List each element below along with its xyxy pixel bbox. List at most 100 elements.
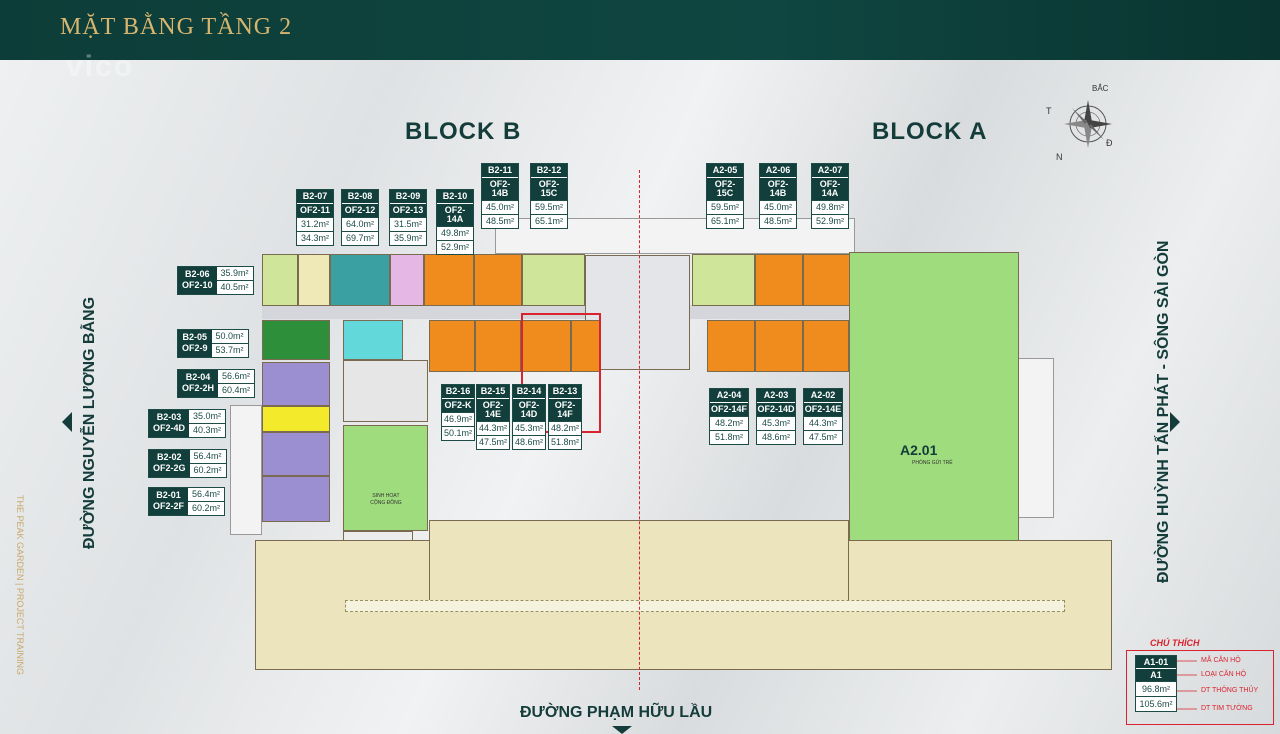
tag-a2: 65.1m² [531,214,567,228]
unit-b2-12[interactable] [522,254,585,306]
tag-code: B2-16 [442,385,474,398]
legend: CHÚ THÍCH A1-01 A1 96.8m² 105.6m² MÃ CĂN… [1126,638,1274,725]
unit-a2-03[interactable] [755,320,803,372]
legend-a1: 96.8m² [1136,681,1176,696]
tag-type: OF2-15C [531,177,567,200]
unit-b2-05[interactable] [262,320,330,360]
unit-a2-07[interactable] [803,254,853,306]
tag-a2: 48.6m² [513,435,545,447]
tag-type: OF2-14F [549,398,581,421]
unit-b2-15[interactable] [475,320,521,372]
unit-b2-03[interactable] [262,406,330,432]
block-b-title: BLOCK B [405,118,522,145]
tag-a2: 48.6m² [757,430,795,444]
tag-type: OF2-14A [812,177,848,200]
compass-north: BẮC [1092,84,1109,93]
legend-arrows [1177,660,1197,710]
tag-a1: 31.5m² [390,217,426,231]
tag-type: OF2-14D [757,402,795,416]
unit-a2-02[interactable] [803,320,849,372]
tag-a1: 49.8m² [437,226,473,240]
left-balcony-strip [230,405,262,535]
tag-a1: 64.0m² [342,217,378,231]
unit-b2-11[interactable] [474,254,522,306]
tag-a1: 45.0m² [482,200,518,214]
tag-a1: 31.2m² [297,217,333,231]
tag-a1: 48.2m² [710,416,748,430]
tag-a2: 52.9m² [812,214,848,228]
legend-label-a1: DT THÔNG THỦY [1201,687,1259,694]
community-room[interactable] [343,425,428,531]
tag-code: B2-13 [549,385,581,398]
tag-type: OF2-14F [710,402,748,416]
tag-code: B2-08 [342,190,378,203]
community-label-line1: SINH HOẠT [372,493,400,499]
tag-a2: 52.9m² [437,240,473,254]
compass-south: N [1056,152,1063,162]
road-right-arrow-icon [1170,412,1180,432]
tag-type: OF2-14B [760,177,796,200]
tag-a1: 48.2m² [549,421,581,433]
unit-a2-04[interactable] [707,320,755,372]
tag-a2: 51.8m² [549,435,581,447]
unit-b2-04[interactable] [262,362,330,406]
unit-b2-08[interactable] [330,254,390,306]
tag-code: B2-11 [482,164,518,177]
unit-b2-16[interactable] [429,320,475,372]
community-label: SINH HOẠT CỘNG ĐỒNG [358,493,414,507]
core-b [343,360,428,422]
road-bottom-arrow-icon [612,726,632,734]
unit-a2-05[interactable] [692,254,755,306]
legend-title: CHÚ THÍCH [1150,638,1200,648]
tag-code: A2-06 [760,164,796,177]
tag-type: OF2-11 [297,203,333,217]
watermark-logo: vico [66,50,135,83]
community-label-line2: CỘNG ĐỒNG [370,500,402,506]
tag-code: A2-02 [804,389,842,402]
tag-code: A2-07 [812,164,848,177]
tag-code: B2-14 [513,385,545,398]
unit-b2-06[interactable] [262,254,298,306]
atrium-void [585,255,690,370]
unit-b2-02[interactable] [262,432,330,476]
unit-b2-01[interactable] [262,476,330,522]
a201-label: A2.01 [900,442,938,458]
tag-code: A2-05 [707,164,743,177]
unit-b2-10[interactable] [424,254,474,306]
tag-code: B2-10 [437,190,473,203]
legend-label-code: MÃ CĂN HỘ [1201,657,1241,664]
tag-code: A2-04 [710,389,748,402]
tag-a2: 48.5m² [482,214,518,228]
unit-b2-07[interactable] [298,254,330,306]
amenity-room-b [343,320,403,360]
header-bar: MẶT BẰNG TẦNG 2 vico [0,0,1280,83]
tag-type: OF2-14D [513,398,545,421]
tag-a1: 46.9m² [442,412,474,424]
unit-a2-06[interactable] [755,254,803,306]
tag-a1: 59.5m² [707,200,743,214]
unit-b2-09[interactable] [390,254,424,306]
tag-code: B2-07 [297,190,333,203]
